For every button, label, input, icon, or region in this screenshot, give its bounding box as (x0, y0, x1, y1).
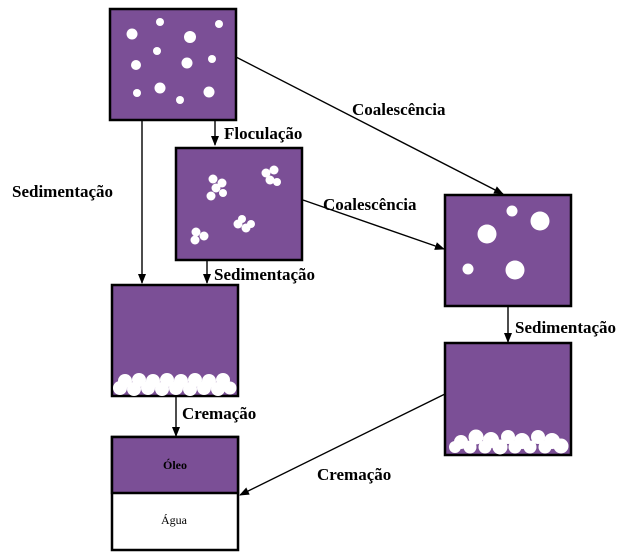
box-phase-separated: Óleo Água (112, 437, 238, 550)
droplet (204, 87, 215, 98)
label-flocculation: Floculação (224, 124, 302, 143)
droplet (208, 55, 216, 63)
droplet (506, 261, 525, 280)
box-sedimented-right (445, 343, 571, 455)
droplet (176, 96, 184, 104)
droplet (156, 18, 164, 26)
droplet (478, 225, 497, 244)
label-coalescence-mid: Coalescência (323, 195, 417, 214)
droplet (131, 60, 141, 70)
box-coalesced (445, 195, 571, 306)
droplet (215, 20, 223, 28)
droplet (155, 83, 166, 94)
label-sedimentation-mid: Sedimentação (214, 265, 315, 284)
droplet (182, 58, 193, 69)
droplet (463, 264, 474, 275)
box-flocculated (176, 148, 302, 260)
droplet (531, 212, 550, 231)
droplet (507, 206, 518, 217)
water-phase-label: Água (161, 513, 188, 527)
box-initial-emulsion (110, 9, 236, 120)
oil-phase-label: Óleo (163, 458, 187, 472)
droplet (133, 89, 141, 97)
label-creaming-left: Cremação (182, 404, 256, 423)
box-sedimented-left (112, 285, 238, 396)
label-creaming-right: Cremação (317, 465, 391, 484)
label-coalescence-top: Coalescência (352, 100, 446, 119)
droplet (184, 31, 196, 43)
droplet (153, 47, 161, 55)
label-sedimentation-left: Sedimentação (12, 182, 113, 201)
droplet (127, 29, 138, 40)
label-sedimentation-right: Sedimentação (515, 318, 616, 337)
